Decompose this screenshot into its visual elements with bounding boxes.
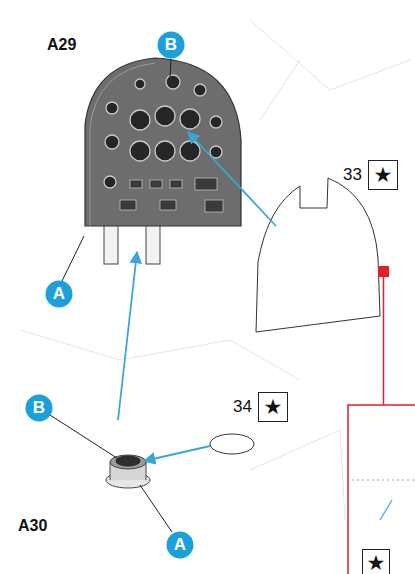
dial — [194, 84, 206, 96]
panel-dials — [104, 75, 222, 188]
instrument-panel — [85, 58, 241, 264]
dial — [135, 79, 145, 89]
decal-outline — [210, 434, 254, 454]
faint-line — [260, 60, 300, 120]
star-symbol: ★ — [259, 393, 287, 421]
panel-switches — [120, 178, 223, 212]
dial — [155, 106, 175, 126]
star-symbol: ★ — [369, 161, 397, 189]
leader-line — [140, 485, 172, 532]
dial — [210, 116, 222, 128]
decal-star-box: ★ — [362, 549, 390, 574]
part-number: A30 — [18, 517, 47, 535]
circle-fill — [158, 32, 185, 59]
assembly-arrow — [380, 500, 392, 520]
switch — [150, 180, 162, 188]
callout-circle: A — [166, 531, 194, 559]
dial — [166, 75, 180, 89]
callout-letter: A — [166, 531, 194, 559]
faint-background — [20, 20, 410, 520]
assembly-arrow — [188, 132, 276, 226]
callout-letter: B — [157, 31, 185, 59]
switch — [205, 200, 223, 212]
dial — [130, 141, 150, 161]
switch — [170, 180, 182, 188]
callout-letter: A — [45, 280, 73, 308]
faint-line — [250, 430, 345, 520]
callout-circle: B — [25, 394, 53, 422]
callout-number: 34 — [233, 397, 252, 417]
callout-circle: B — [157, 31, 185, 59]
switch — [160, 200, 176, 210]
panel-leg — [104, 222, 118, 264]
decal-star-box: 34★ — [258, 392, 288, 422]
decal-star-box: 33★ — [368, 160, 398, 190]
leader-line — [50, 415, 120, 460]
circle-fill — [167, 532, 194, 559]
circle-fill — [46, 281, 73, 308]
dotted-line — [352, 480, 415, 481]
dial — [106, 102, 118, 114]
assembly-arrow — [144, 446, 210, 461]
dial — [180, 109, 200, 129]
panel-face — [85, 58, 241, 226]
part-a30 — [106, 455, 150, 488]
panel-leg — [146, 222, 160, 264]
switch — [130, 180, 142, 188]
dial — [105, 135, 119, 149]
decal-outline — [256, 178, 380, 332]
switch — [120, 200, 136, 210]
dial — [180, 141, 200, 161]
reference-square — [378, 266, 389, 277]
dial — [130, 110, 150, 130]
dial — [104, 176, 116, 188]
leader-line — [170, 59, 171, 78]
reference-bracket — [348, 266, 415, 574]
callout-letter: B — [25, 394, 53, 422]
assembly-arrow — [118, 252, 137, 420]
reference-line — [348, 277, 415, 574]
callout-circle: A — [45, 280, 73, 308]
callout-number: 33 — [343, 165, 362, 185]
leader-line — [62, 236, 84, 281]
part-top — [116, 456, 140, 466]
star-symbol: ★ — [363, 550, 389, 574]
dial — [155, 141, 175, 161]
faint-line — [250, 20, 410, 90]
part-number: A29 — [47, 36, 76, 54]
switch — [195, 178, 217, 190]
faint-line — [20, 330, 300, 380]
circle-fill — [26, 395, 53, 422]
assembly-arrows — [118, 132, 276, 461]
panel-rim — [90, 63, 155, 226]
